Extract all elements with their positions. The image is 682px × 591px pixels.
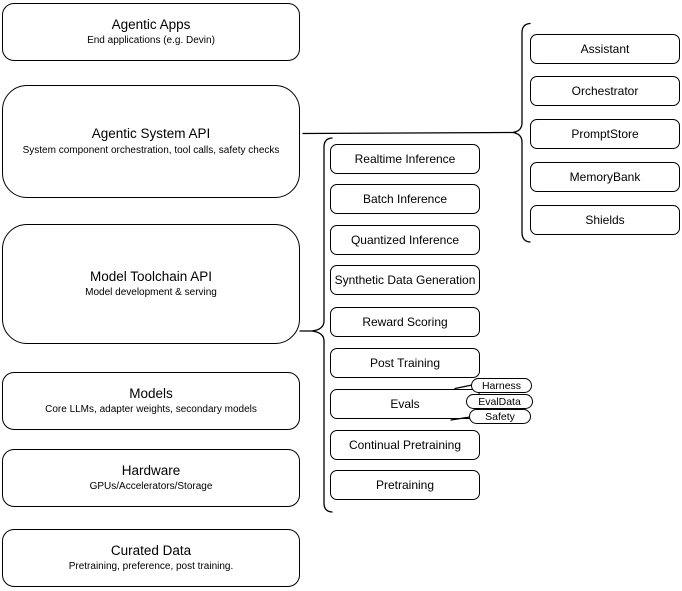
tag-label: Harness	[481, 379, 522, 392]
node-shields: Shields	[530, 205, 680, 235]
node-label: Pretraining	[375, 478, 435, 492]
node-subtitle: End applications (e.g. Devin)	[87, 35, 215, 47]
tag-harness: Harness	[471, 378, 532, 393]
node-label: Orchestrator	[571, 84, 639, 98]
tag-evaldata: EvalData	[466, 394, 533, 409]
node-pretraining: Pretraining	[330, 470, 480, 500]
node-quantized-inference: Quantized Inference	[330, 225, 480, 255]
node-label: Realtime Inference	[354, 152, 456, 166]
node-subtitle: Core LLMs, adapter weights, secondary mo…	[45, 404, 257, 416]
node-title: Curated Data	[110, 542, 192, 558]
node-agentic-apps: Agentic Apps End applications (e.g. Devi…	[2, 3, 300, 61]
node-label: Shields	[585, 213, 625, 227]
tag-safety: Safety	[469, 409, 531, 424]
bracket-toolchain-services	[311, 137, 333, 513]
node-label: Assistant	[580, 42, 630, 56]
node-synthetic-data-generation: Synthetic Data Generation	[330, 265, 480, 295]
node-evals: Evals	[330, 389, 480, 419]
tag-label: EvalData	[478, 395, 521, 408]
node-curated-data: Curated Data Pretraining, preference, po…	[2, 529, 300, 587]
node-title: Models	[129, 385, 173, 401]
connector-harness-line	[454, 384, 473, 390]
node-title: Agentic System API	[91, 126, 211, 142]
node-model-toolchain-api: Model Toolchain API Model development & …	[2, 224, 300, 344]
connector-system-api-line	[302, 131, 514, 135]
node-label: Evals	[390, 397, 420, 411]
node-subtitle: Pretraining, preference, post training.	[68, 561, 234, 573]
node-subtitle: System component orchestration, tool cal…	[22, 144, 280, 156]
node-models: Models Core LLMs, adapter weights, secon…	[2, 372, 300, 430]
node-batch-inference: Batch Inference	[330, 184, 480, 214]
node-continual-pretraining: Continual Pretraining	[330, 430, 480, 460]
node-title: Hardware	[121, 462, 181, 478]
tag-label: Safety	[485, 410, 515, 423]
node-reward-scoring: Reward Scoring	[330, 307, 480, 337]
node-title: Model Toolchain API	[89, 268, 213, 284]
node-agentic-system-api: Agentic System API System component orch…	[2, 85, 300, 198]
bracket-system-components	[512, 22, 531, 243]
node-label: Post Training	[369, 356, 441, 370]
node-label: Synthetic Data Generation	[334, 273, 476, 287]
node-promptstore: PromptStore	[530, 119, 680, 149]
node-realtime-inference: Realtime Inference	[330, 144, 480, 174]
node-label: Quantized Inference	[350, 233, 460, 247]
node-label: PromptStore	[571, 127, 639, 141]
node-post-training: Post Training	[330, 348, 480, 378]
node-orchestrator: Orchestrator	[530, 76, 680, 106]
node-label: Batch Inference	[362, 192, 448, 206]
node-title: Agentic Apps	[111, 16, 191, 32]
node-label: MemoryBank	[569, 170, 641, 184]
node-subtitle: Model development & serving	[85, 287, 217, 299]
node-label: Reward Scoring	[362, 315, 448, 329]
node-subtitle: GPUs/Accelerators/Storage	[89, 481, 213, 493]
node-memorybank: MemoryBank	[530, 162, 680, 192]
node-label: Continual Pretraining	[348, 438, 462, 452]
node-assistant: Assistant	[530, 34, 680, 64]
node-hardware: Hardware GPUs/Accelerators/Storage	[2, 449, 300, 507]
